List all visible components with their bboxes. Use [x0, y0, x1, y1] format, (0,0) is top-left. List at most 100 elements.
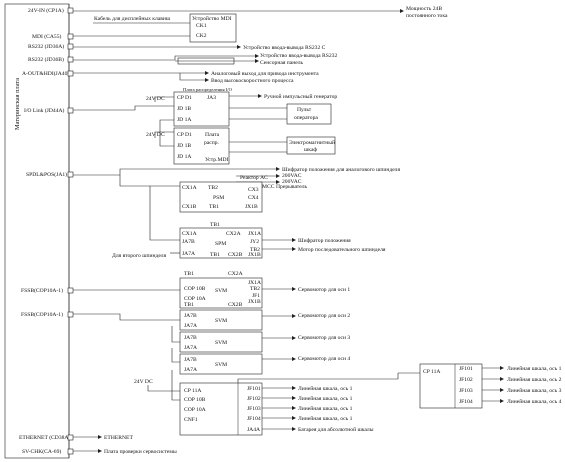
svm4-label: SVM: [215, 362, 227, 368]
ethernet-label: ETHERNET: [104, 435, 133, 441]
manual-pulse-label: Ручной импульсный генератор: [264, 93, 337, 100]
svm1-label: SVM: [215, 288, 227, 294]
servo1-label: Сервомотор для оси 1: [298, 287, 350, 293]
lin1-b-label: Линейная шкала, ось 1: [507, 365, 562, 372]
lin3-b-label: Линейная шкала, ось 3: [507, 387, 562, 394]
pos-enc-label: Шифратор положения: [298, 237, 351, 244]
cp11a-1-label: CP 11A: [184, 388, 201, 394]
svm1-tb1-label: TB1: [184, 271, 194, 277]
svm3-ja7b-label: JA7B: [184, 335, 197, 341]
cop10a-b-label: COP 10A: [184, 407, 206, 413]
jf102-2-label: JF102: [459, 377, 473, 383]
dist-board-2-line1: Плата: [205, 132, 220, 138]
spm-jx1b-label: JX1B: [248, 252, 261, 258]
operator-panel-line2: оператора: [294, 115, 318, 121]
mainboard-title: Материнская плата: [14, 78, 21, 130]
analog-out-label: Аналоговый выход для привода инструмента: [211, 70, 319, 77]
mainboard-box: [4, 3, 70, 459]
svm1-jx1a-label: JX1A: [248, 280, 261, 286]
psm-cx1a-label: CX1A: [182, 185, 197, 191]
spm-module: [179, 227, 263, 259]
rs232-io2-label: Устройство ввода-вывода RS232: [260, 52, 337, 59]
jd1b-1-label: JD 1B: [177, 106, 191, 112]
svm2-ja7a-label: JA7A: [184, 323, 197, 329]
connector-jd36b: RS232 (JD36B): [28, 56, 64, 63]
spm-tb2-label: TB2: [250, 247, 260, 253]
dv24-2-label: 24V DC: [146, 132, 165, 138]
spm-ja7a-label: JA7A: [182, 251, 195, 257]
ja3-label: JA3: [207, 95, 216, 101]
svm1-jx1b-label: JX1B: [248, 299, 261, 305]
serial-spindle-motor-label: Мотор последовательного шпинделя: [298, 247, 386, 253]
lin3-a-label: Линейная шкала, ось 1: [298, 405, 353, 412]
svm1-cx2b-label: CX2B: [228, 302, 243, 308]
lin4-a-label: Линейная шкала, ось 1: [298, 415, 353, 422]
lin1-a-label: Линейная шкала, ось 1: [298, 385, 353, 392]
servo2-label: Сервомотор для оси 2: [298, 313, 350, 319]
spm-ja7b-label: JA7B: [182, 239, 195, 245]
jf101-1-label: JF101: [247, 386, 261, 392]
svm1-tb2-label: TB2: [250, 286, 260, 292]
servo3-label: Сервомотор для оси 3: [298, 335, 350, 341]
keyboard-cable-label: Кабель для дисплейных клавиш: [94, 15, 171, 22]
psm-jx1b-label: JX1B: [245, 204, 258, 210]
jf104-2-label: JF104: [459, 399, 473, 405]
lin2-b-label: Линейная шкала, ось 2: [507, 376, 562, 383]
em-cabinet-line2: шкаф: [304, 146, 317, 153]
cnf1-label: CNF1: [184, 417, 198, 423]
jf103-2-label: JF103: [459, 388, 473, 394]
rs232-io1-label: Устройство ввода-вывода RS232 C: [243, 44, 326, 51]
jf102-1-label: JF102: [247, 396, 261, 402]
connector-jd36a: RS232 (JD36A): [28, 43, 64, 50]
svm1-cop10a-label: COP 10A: [184, 296, 206, 302]
spm-cx2a-label: CX2A: [226, 231, 241, 237]
jf101-2-label: JF101: [459, 366, 473, 372]
em-cabinet-box: [286, 136, 336, 155]
mdi-dev-label: Устр.MDI: [205, 157, 228, 163]
lin4-b-label: Линейная шкала, ось 4: [507, 398, 562, 405]
cpd1-1-label: CP D1: [177, 95, 192, 101]
breaker-label: Прерыватель: [276, 184, 307, 190]
psm-cx3-label: CX3: [248, 187, 259, 193]
ck1-label: CK1: [196, 23, 207, 29]
servo-check-label: Плата проверки сервосистемы: [104, 449, 177, 455]
touch-panel-label: Сенсорная панель: [260, 60, 304, 66]
connector-cop10a-2: FSSB(COP10A-1): [21, 311, 63, 318]
dist-board-2-line2: распр.: [204, 140, 220, 146]
hs-input-label: Ввод высокоскоростного процесса: [211, 78, 294, 84]
second-spindle-label: Для второго шпинделя: [112, 253, 167, 259]
connector-ca55: MDI (CA55): [32, 33, 62, 40]
svm4-ja7a-label: JA7A: [184, 367, 197, 373]
psm-label: PSM: [213, 195, 224, 201]
svm-module-3: [179, 331, 263, 353]
lin2-a-label: Линейная шкала, ось 1: [298, 395, 353, 402]
jf103-1-label: JF103: [247, 406, 261, 412]
io-dist-board-1: [173, 91, 230, 127]
operator-panel-line1: Пульт: [297, 107, 312, 113]
scale-interface-unit-2: [419, 363, 483, 409]
power-24v-label-line1: Мощность 24В: [406, 6, 442, 12]
spm-label: SPM: [215, 241, 226, 247]
svm1-cop10b-label: COP 10B: [184, 286, 206, 292]
spm-jy2-label: JY2: [250, 239, 259, 245]
vac200-2-label: 200VAC: [282, 179, 302, 185]
power-24v-label-line2: постоянного тока: [406, 13, 448, 19]
spm-cx1a-label: CX1A: [182, 231, 197, 237]
connector-ja1: SPDL&POS(JA1): [26, 171, 67, 178]
mcc-label: MCC: [262, 184, 275, 190]
jf104-1-label: JF104: [247, 416, 261, 422]
spm-cx2b-label: CX2B: [228, 252, 243, 258]
ja4a-label: JA4A: [247, 427, 260, 433]
connector-ja40: A-OUT&HDI(JA40): [22, 70, 69, 77]
operator-panel-box: [286, 103, 332, 125]
port-markers: [67, 7, 74, 455]
connector-cp1a: 24V-IN (CP1A): [28, 7, 64, 14]
psm-cx4-label: CX4: [248, 195, 259, 201]
psm-module: [179, 181, 263, 213]
svm3-label: SVM: [215, 340, 227, 346]
svm1-jf1-label: JF1: [252, 293, 260, 299]
scale-interface-unit: [179, 382, 263, 436]
ac-reactor-label: Реактор AC: [240, 175, 268, 181]
io-dist-board-2: [173, 127, 230, 165]
